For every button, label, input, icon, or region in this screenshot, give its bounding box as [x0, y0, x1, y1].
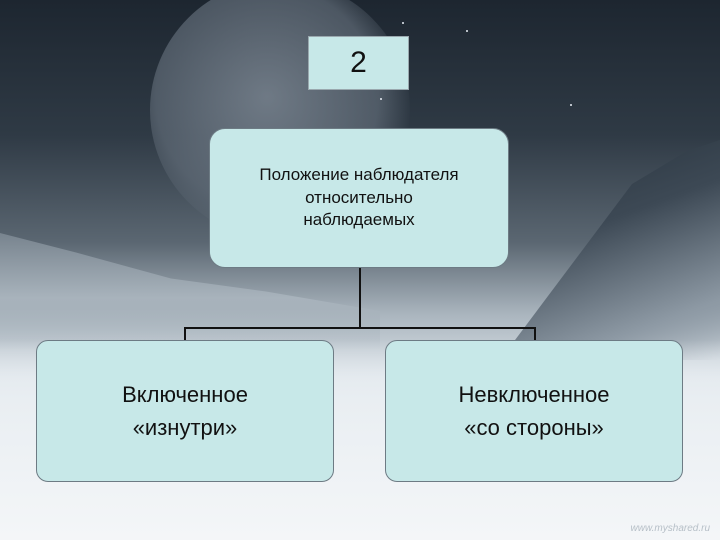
child-node-included-line-2: «изнутри» — [132, 415, 238, 440]
star — [380, 98, 382, 100]
root-node-line-1: Положение наблюдателя — [259, 164, 459, 184]
child-node-not-included-line-2: «со стороны» — [464, 415, 604, 440]
slide-number-box: 2 — [308, 36, 409, 90]
connector-right-drop — [534, 327, 536, 341]
child-node-not-included: Невключенное «со стороны» — [385, 340, 683, 482]
connector-horizontal — [184, 327, 536, 329]
root-node: Положение наблюдателя относительно наблю… — [209, 128, 509, 268]
watermark: www.myshared.ru — [630, 523, 710, 534]
connector-left-drop — [184, 327, 186, 341]
child-node-included-line-1: Включенное — [122, 382, 248, 407]
child-node-not-included-line-1: Невключенное — [458, 382, 610, 407]
connector-vertical — [359, 268, 361, 328]
child-node-included: Включенное «изнутри» — [36, 340, 334, 482]
star — [402, 22, 404, 24]
star — [570, 104, 572, 106]
star — [466, 30, 468, 32]
slide-number: 2 — [350, 46, 367, 79]
root-node-line-2: относительно — [305, 187, 413, 207]
root-node-line-3: наблюдаемых — [303, 210, 415, 230]
